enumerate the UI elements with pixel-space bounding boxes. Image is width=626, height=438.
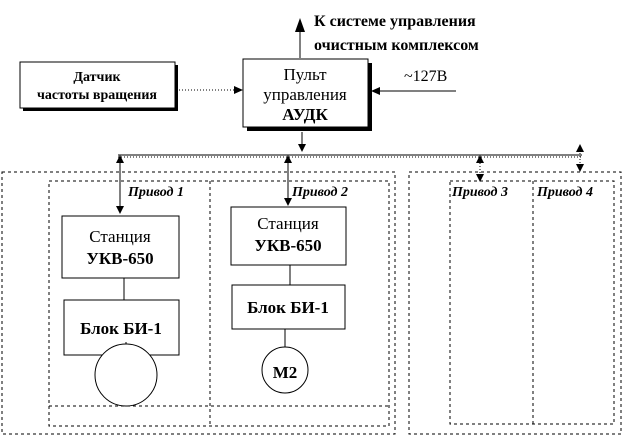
bus-drop-2-arrow-down: [284, 198, 292, 206]
drive-2-label: Привод 2: [291, 185, 348, 200]
sensor-box: [19, 61, 176, 109]
drives-1-2-inner: [48, 180, 390, 427]
station-1-label-1: Станция: [89, 227, 151, 246]
bus-drop-3-arrow-up: [476, 155, 484, 163]
control-panel-label-3: АУДК: [282, 105, 328, 124]
bus-drop-2-arrow-up: [284, 155, 292, 163]
station-2-label-1: Станция: [257, 214, 319, 233]
bus-drop-1-arrow-up: [116, 155, 124, 163]
uplink-arrowhead: [295, 18, 305, 32]
station-2-label-2: УКВ-650: [254, 236, 321, 255]
control-panel-box: [242, 58, 369, 128]
block-2-label: Блок БИ-1: [247, 298, 329, 317]
to-control-system-label-2: очистным комплексом: [314, 37, 479, 54]
panel-down-arrowhead: [298, 144, 306, 152]
station-1-box: [61, 215, 180, 279]
voltage-arrowhead: [371, 87, 380, 95]
control-panel-label-1: Пульт: [283, 65, 327, 84]
drive-3-label: Привод 3: [451, 185, 508, 200]
station-2-box: [230, 206, 347, 266]
motor-1-circle: [94, 343, 158, 407]
sensor-label-1: Датчик: [73, 70, 121, 85]
to-control-system-label-1: К системе управления: [314, 13, 476, 30]
motor-2-circle: [261, 346, 309, 394]
bus-drop-3-arrow-down: [476, 174, 484, 182]
drives-3-4-enclosure: [408, 171, 622, 435]
bus-drop-4-arrow-down: [576, 164, 584, 172]
sensor-label-2: частоты вращения: [37, 88, 157, 103]
bus-drop-4-arrow-up: [576, 144, 584, 152]
station-1-label-2: УКВ-650: [86, 249, 153, 268]
block-1-label: Блок БИ-1: [80, 319, 162, 338]
drives-1-2-enclosure: [1, 171, 396, 435]
control-panel-label-2: управления: [263, 85, 347, 104]
drive-4-label: Привод 4: [536, 185, 593, 200]
bus-drop-1-arrow-down: [116, 206, 124, 214]
drives-3-4-inner: [449, 180, 615, 425]
sensor-to-panel-arrowhead: [234, 86, 243, 94]
drive-1-label: Привод 1: [127, 185, 184, 200]
voltage-label: ~127В: [404, 68, 447, 85]
motor-2-label: М2: [273, 363, 298, 382]
block-2-box: [231, 284, 346, 330]
